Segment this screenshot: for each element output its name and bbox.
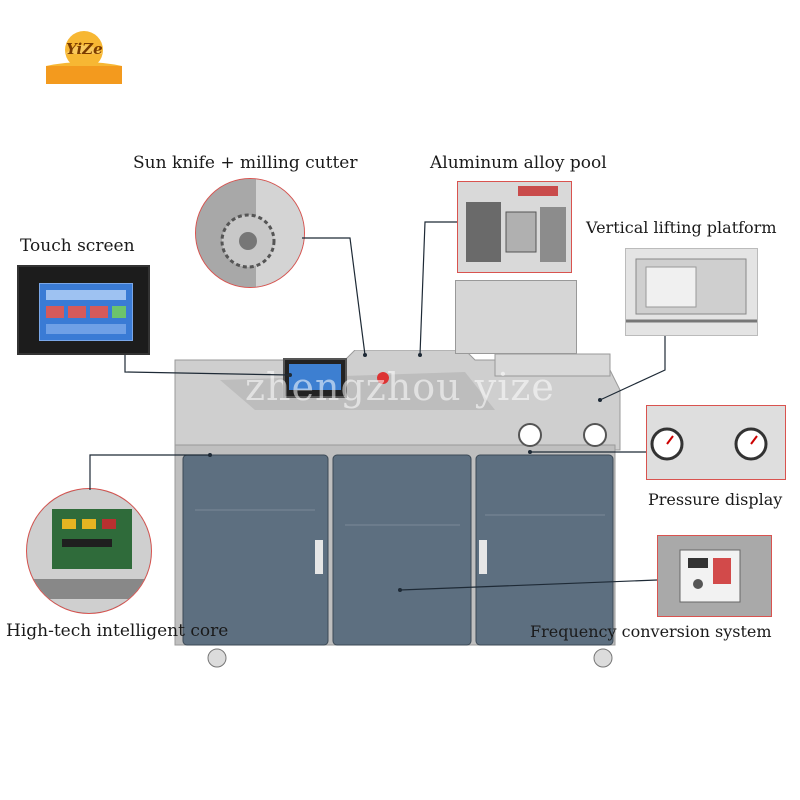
pressure-display-inset <box>646 405 786 480</box>
machine-touch-screen <box>283 358 347 398</box>
logo-text: YiZe <box>66 40 103 58</box>
touch-screen-inset <box>17 265 150 355</box>
watermark: zhengzhou yize <box>245 365 555 409</box>
vertical-platform-inset <box>625 248 758 336</box>
frequency-system-inset <box>657 535 772 617</box>
label-sun-knife: Sun knife + milling cutter <box>133 153 358 173</box>
intelligent-core-inset <box>26 488 152 614</box>
aluminum-pool-inset <box>457 181 572 273</box>
sun-knife-inset <box>195 178 305 288</box>
label-touch-screen: Touch screen <box>20 236 135 256</box>
rear-plate <box>455 280 577 354</box>
brand-logo: YiZe <box>44 28 124 86</box>
label-aluminum-pool: Aluminum alloy pool <box>430 153 607 173</box>
label-intelligent-core: High-tech intelligent core <box>6 621 229 641</box>
label-frequency-system: Frequency conversion system <box>530 622 772 641</box>
label-pressure-display: Pressure display <box>648 490 783 509</box>
label-vertical-platform: Vertical lifting platform <box>586 218 777 237</box>
